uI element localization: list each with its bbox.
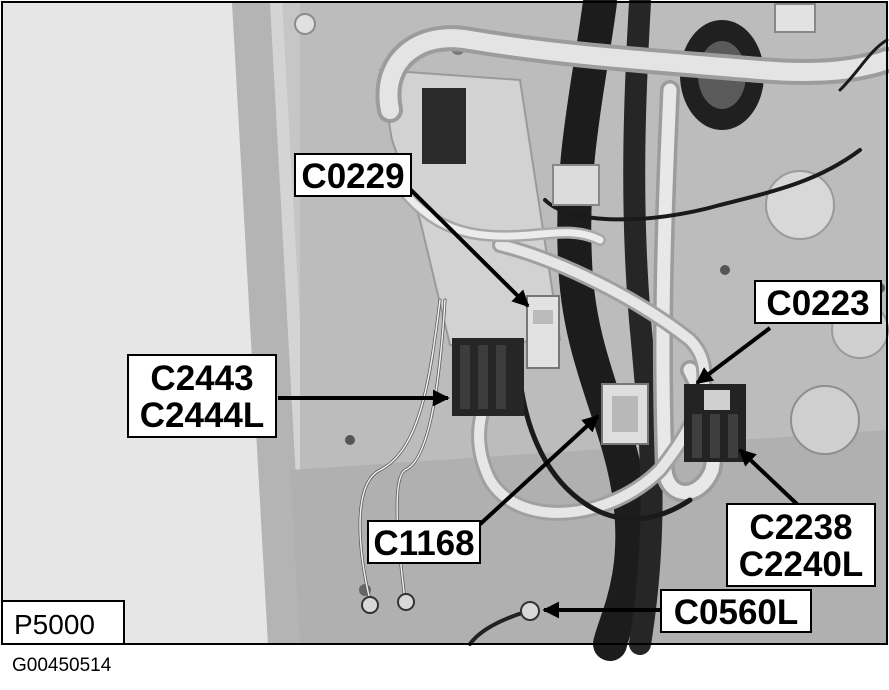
- callout-box: [367, 520, 481, 564]
- callout-c0229: C0229: [294, 153, 412, 197]
- callout-box: [294, 153, 412, 197]
- callout-c2238-c2240l: C2238 C2240L: [726, 503, 876, 587]
- callout-label-c1168: C1168: [373, 524, 474, 563]
- callout-label-c2444l: C2444L: [140, 396, 265, 435]
- connector-c0229-latch: [533, 310, 553, 324]
- dark-harness: [623, 0, 663, 655]
- plate-label-group: P5000: [1, 600, 125, 645]
- ground-wire: [468, 610, 527, 646]
- callout-labels: C0229 C0223 C2443 C2444L C1168 C2238 C22…: [127, 153, 882, 633]
- callout-c0560l: C0560L: [660, 589, 812, 633]
- light-harness: [391, 176, 604, 244]
- ground-eyelet: [361, 596, 379, 614]
- arrow-c1168: [475, 414, 600, 529]
- ground-eyelet-c0560l: [520, 601, 540, 621]
- light-harness: [474, 240, 710, 518]
- panel-hole: [294, 13, 316, 35]
- connector-c2238-ridge: [692, 414, 702, 458]
- connector-c2238-ridge: [728, 414, 738, 458]
- callout-label-c2443: C2443: [150, 359, 253, 398]
- arrow-c0223: [695, 326, 772, 385]
- panel-hole: [720, 265, 730, 275]
- pillar-strip: [232, 2, 305, 644]
- callout-c1168: C1168: [367, 520, 481, 564]
- connectors: [361, 3, 816, 621]
- dark-harness: [557, 0, 650, 661]
- connector-c2443-ridge: [478, 345, 488, 409]
- ground-eyelet: [397, 593, 415, 611]
- arrow-c2238: [738, 448, 802, 509]
- callout-label-c2238: C2238: [749, 508, 852, 547]
- connector-top-right: [774, 3, 816, 33]
- callout-box: [127, 354, 277, 438]
- light-harness: [379, 29, 889, 119]
- ground-wire: [359, 299, 441, 601]
- callout-c0223: C0223: [754, 280, 882, 324]
- connector-c0223-clip: [704, 390, 730, 410]
- door-trim-panel: [2, 2, 268, 644]
- connector-c1168-body: [612, 396, 638, 432]
- callout-label-c0223: C0223: [766, 284, 869, 323]
- connector-c2443-ridge: [496, 345, 506, 409]
- callout-box: [726, 503, 876, 587]
- callout-c2443-c2444l: C2443 C2444L: [127, 354, 277, 438]
- connector-mid: [552, 164, 600, 206]
- callout-box: [660, 589, 812, 633]
- connector-c0229: [526, 295, 560, 369]
- thin-wire: [838, 38, 889, 92]
- photo-border: [1, 1, 888, 645]
- pressed-circle: [790, 385, 860, 455]
- thin-wire: [517, 377, 693, 522]
- callout-arrows: [278, 185, 802, 619]
- callout-label-c0560l: C0560L: [674, 593, 799, 632]
- connector-c2238-ridge: [710, 414, 720, 458]
- callout-label-c2240l: C2240L: [739, 545, 864, 584]
- thin-wire: [543, 148, 862, 222]
- connector-block: [422, 88, 466, 164]
- plate-label: P5000: [14, 609, 95, 640]
- figure-code: G00450514: [12, 655, 112, 676]
- panel-hole: [345, 435, 355, 445]
- callout-box: [754, 280, 882, 324]
- connector-c2443-ridge: [460, 345, 470, 409]
- callout-label-c0229: C0229: [301, 157, 404, 196]
- arrow-c0229: [406, 185, 530, 308]
